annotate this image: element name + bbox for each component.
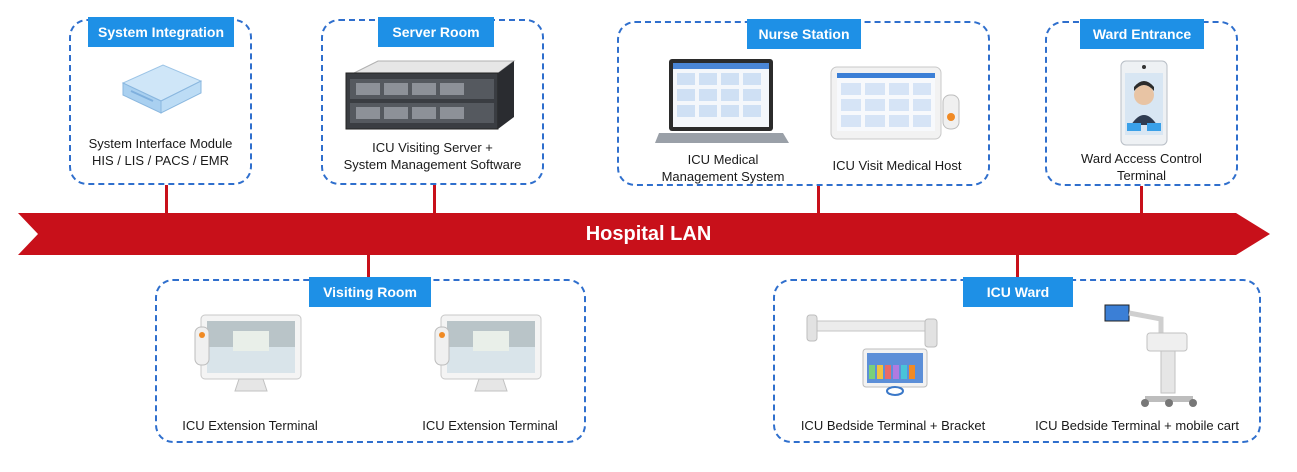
group-nurse-station: Nurse Station ICU Medical Management Sys… xyxy=(617,19,990,186)
caption-icu-bedside-mobile-cart: ICU Bedside Terminal + mobile cart xyxy=(1035,418,1239,433)
group-system-integration: System Integration System Interface Modu… xyxy=(69,17,252,185)
face-access-terminal-icon xyxy=(1120,60,1168,146)
extension-terminal-icon xyxy=(194,314,302,392)
tag-visiting-room: Visiting Room xyxy=(309,277,431,307)
connector-server-room xyxy=(433,184,436,216)
connector-ward-entrance xyxy=(1140,186,1143,216)
caption-system-interface-module: System Interface Module HIS / LIS / PACS… xyxy=(88,136,233,168)
tag-system-integration: System Integration xyxy=(88,17,234,47)
tag-ward-entrance: Ward Entrance xyxy=(1080,19,1204,49)
tag-nurse-station: Nurse Station xyxy=(747,19,861,49)
group-server-room: Server Room ICU Visiting Server + System… xyxy=(321,17,544,185)
medical-host-icon xyxy=(830,66,960,140)
laptop-icon xyxy=(655,59,789,143)
hospital-lan-arrow xyxy=(18,213,1270,255)
extension-terminal-icon xyxy=(434,314,542,392)
group-visiting-room: Visiting Room ICU Extension Terminal ICU… xyxy=(155,277,586,443)
mobile-cart-icon xyxy=(1104,304,1197,407)
caption-icu-medical-management: ICU Medical Management System xyxy=(661,152,785,184)
tag-icu-ward: ICU Ward xyxy=(963,277,1073,307)
connector-icu-ward xyxy=(1016,249,1019,279)
tag-server-room: Server Room xyxy=(378,17,494,47)
rack-server-icon xyxy=(345,60,516,130)
interface-module-icon xyxy=(121,64,203,114)
caption-ward-access-control: Ward Access Control Terminal xyxy=(1081,151,1202,183)
group-ward-entrance: Ward Entrance Ward Access Control Termin… xyxy=(1045,19,1238,186)
caption-icu-extension-terminal-2: ICU Extension Terminal xyxy=(422,418,558,433)
caption-icu-bedside-bracket: ICU Bedside Terminal + Bracket xyxy=(800,418,986,433)
caption-icu-extension-terminal-1: ICU Extension Terminal xyxy=(182,418,318,433)
caption-icu-visiting-server: ICU Visiting Server + System Management … xyxy=(343,140,522,172)
connector-system-integration xyxy=(165,184,168,216)
group-icu-ward: ICU Ward ICU Bedside Terminal + Bracket … xyxy=(773,277,1261,443)
bedside-bracket-icon xyxy=(806,314,938,396)
connector-visiting-room xyxy=(367,249,370,281)
connector-nurse-station xyxy=(817,186,820,216)
hospital-lan-label: Hospital LAN xyxy=(585,223,712,245)
caption-icu-visit-medical-host: ICU Visit Medical Host xyxy=(832,158,962,173)
